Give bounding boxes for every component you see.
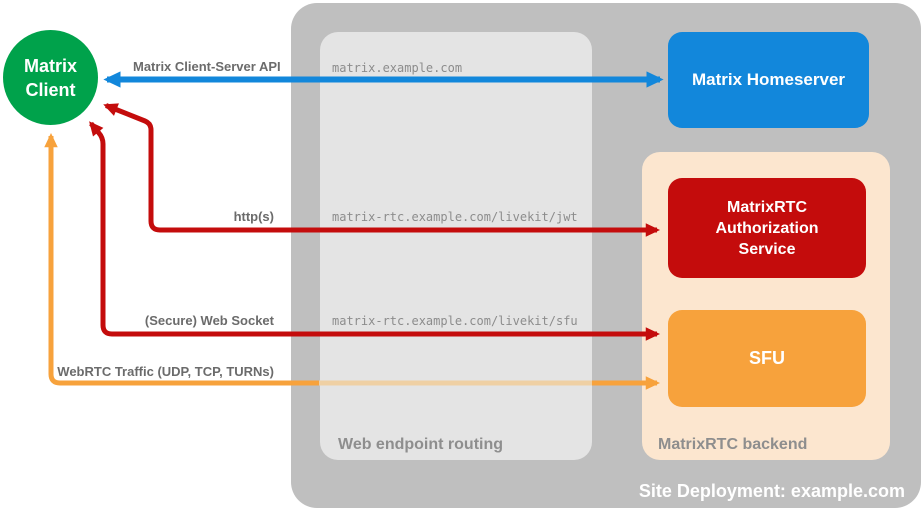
matrix-homeserver-node: Matrix Homeserver (668, 32, 869, 128)
web-endpoint-routing-container (320, 32, 592, 460)
endpoint-livekit-sfu: matrix-rtc.example.com/livekit/sfu (332, 314, 578, 328)
endpoint-livekit-jwt: matrix-rtc.example.com/livekit/jwt (332, 210, 578, 224)
https-label: http(s) (233, 209, 274, 224)
sfu-label: SFU (749, 348, 785, 368)
arrow-webrtc-start (44, 133, 319, 386)
matrix-client-label: Matrix Client (23, 55, 77, 100)
endpoint-matrix-example-com: matrix.example.com (332, 61, 463, 75)
sfu-node: SFU (668, 310, 866, 407)
web-endpoint-routing-caption: Web endpoint routing (338, 436, 504, 453)
matrix-client-node: Matrix Client (3, 30, 98, 125)
site-deployment-caption: Site Deployment: example.com (638, 481, 905, 501)
matrixrtc-auth-service-label: MatrixRTC Authorization Service (715, 198, 819, 258)
websocket-label: (Secure) Web Socket (144, 313, 274, 328)
matrixrtc-backend-caption: MatrixRTC backend (658, 436, 808, 453)
webrtc-traffic-label: WebRTC Traffic (UDP, TCP, TURNs) (57, 364, 274, 379)
matrix-homeserver-label: Matrix Homeserver (691, 70, 846, 89)
client-server-api-label: Matrix Client-Server API (133, 59, 281, 74)
matrixrtc-auth-service-node: MatrixRTC Authorization Service (668, 178, 866, 278)
